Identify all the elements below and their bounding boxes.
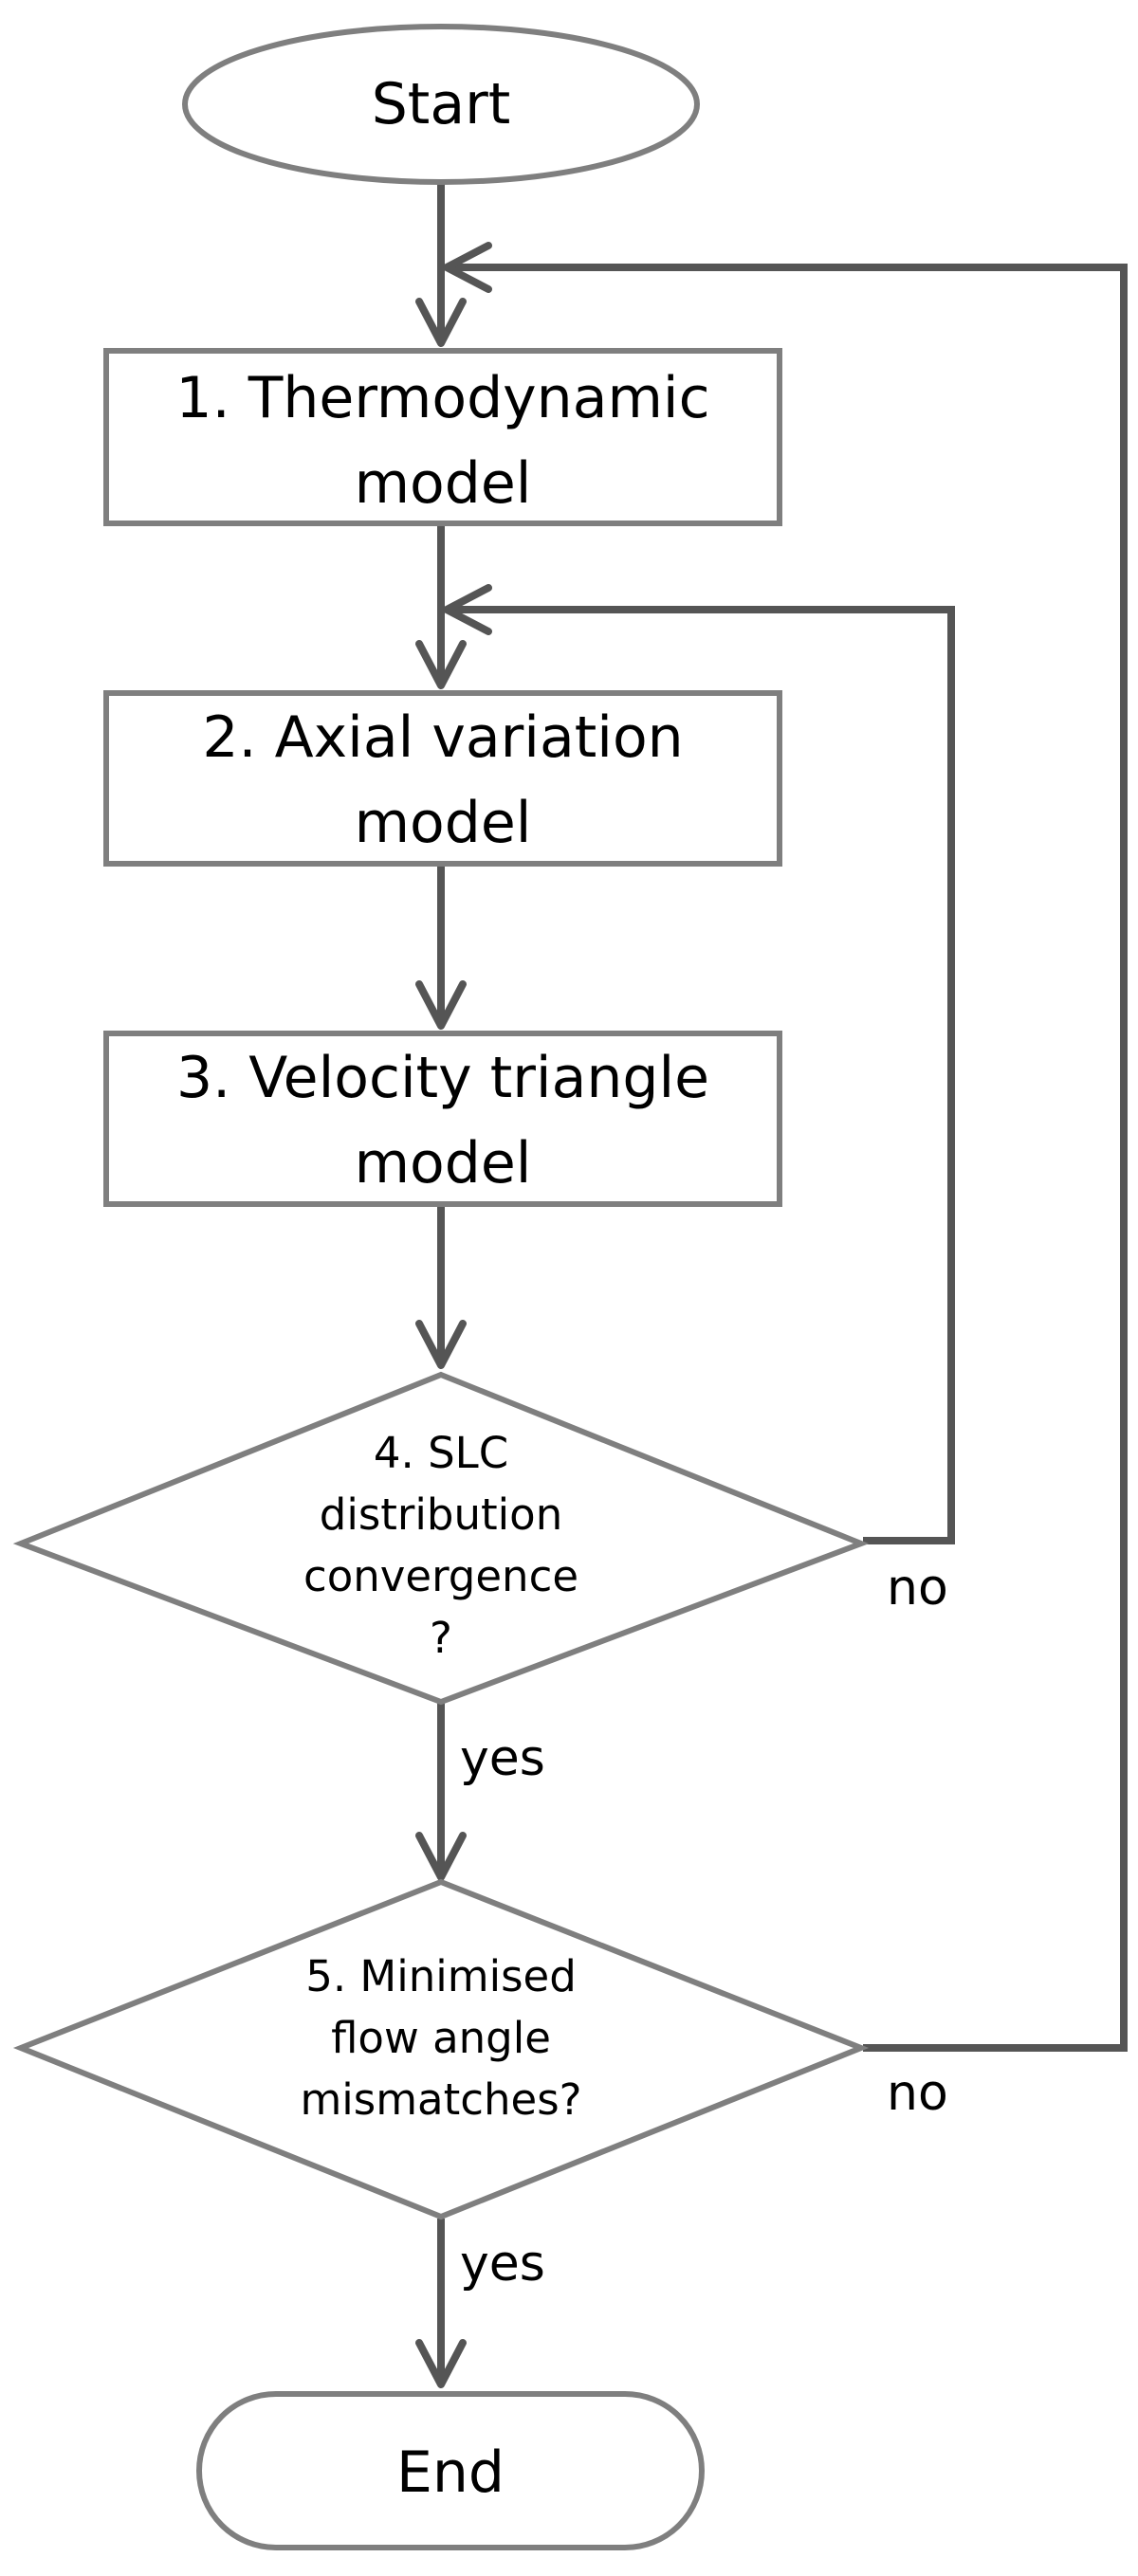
arrowhead-loop-step2	[443, 584, 492, 635]
connectors	[415, 183, 1128, 2388]
end-terminal	[196, 2391, 705, 2550]
connector-decision4-no-loop	[448, 606, 955, 1544]
decision4-yes-label: yes	[460, 1730, 545, 1787]
step1-process: 1. Thermodynamic model	[103, 348, 782, 526]
arrowhead-loop-step1	[443, 242, 492, 293]
decision4-diamond	[12, 1371, 870, 1706]
decision5-label-line3: mismatches?	[300, 2074, 581, 2125]
step2-box	[103, 690, 782, 867]
step1-box	[103, 348, 782, 526]
decision5-diamond	[12, 1878, 870, 2220]
decision4: 4. SLC distribution convergence ?	[12, 1371, 870, 1706]
decision5-label-line1: 5. Minimised	[305, 1951, 577, 2001]
step2-label-line1: 2. Axial variation	[202, 704, 683, 771]
decision4-no-label: no	[887, 1560, 948, 1617]
decision5: 5. Minimised flow angle mismatches?	[12, 1878, 870, 2220]
step2-label-line2: model	[355, 790, 532, 856]
end-label: End	[396, 2439, 505, 2506]
arrowhead-step2	[415, 640, 467, 689]
decision4-label-line4: ?	[430, 1613, 452, 1663]
step2-process: 2. Axial variation model	[103, 690, 782, 867]
step3-label-line1: 3. Velocity triangle	[176, 1045, 709, 1111]
end-node: End	[196, 2391, 705, 2550]
step3-box	[103, 1031, 782, 1207]
step1-label-line1: 1. Thermodynamic	[175, 365, 709, 431]
decision5-label-line2: flow angle	[331, 2013, 551, 2063]
start-ellipse	[182, 24, 700, 185]
arrowhead-step3	[415, 980, 467, 1030]
start-label: Start	[372, 71, 511, 137]
start-node: Start	[182, 24, 700, 185]
arrowhead-decision4	[415, 1320, 467, 1369]
decision4-label-line3: convergence	[303, 1551, 578, 1601]
arrowhead-decision5	[415, 1832, 467, 1881]
step1-label-line2: model	[355, 450, 532, 517]
step3-process: 3. Velocity triangle model	[103, 1031, 782, 1207]
decision4-label-line2: distribution	[320, 1489, 562, 1540]
step3-label-line2: model	[355, 1130, 532, 1197]
arrowhead-step1	[415, 298, 467, 347]
connector-decision5-no-loop	[448, 264, 1128, 2052]
decision5-yes-label: yes	[460, 2236, 545, 2293]
arrowhead-end	[415, 2339, 467, 2388]
decision5-no-label: no	[887, 2065, 948, 2122]
decision4-label-line1: 4. SLC	[374, 1428, 508, 1478]
